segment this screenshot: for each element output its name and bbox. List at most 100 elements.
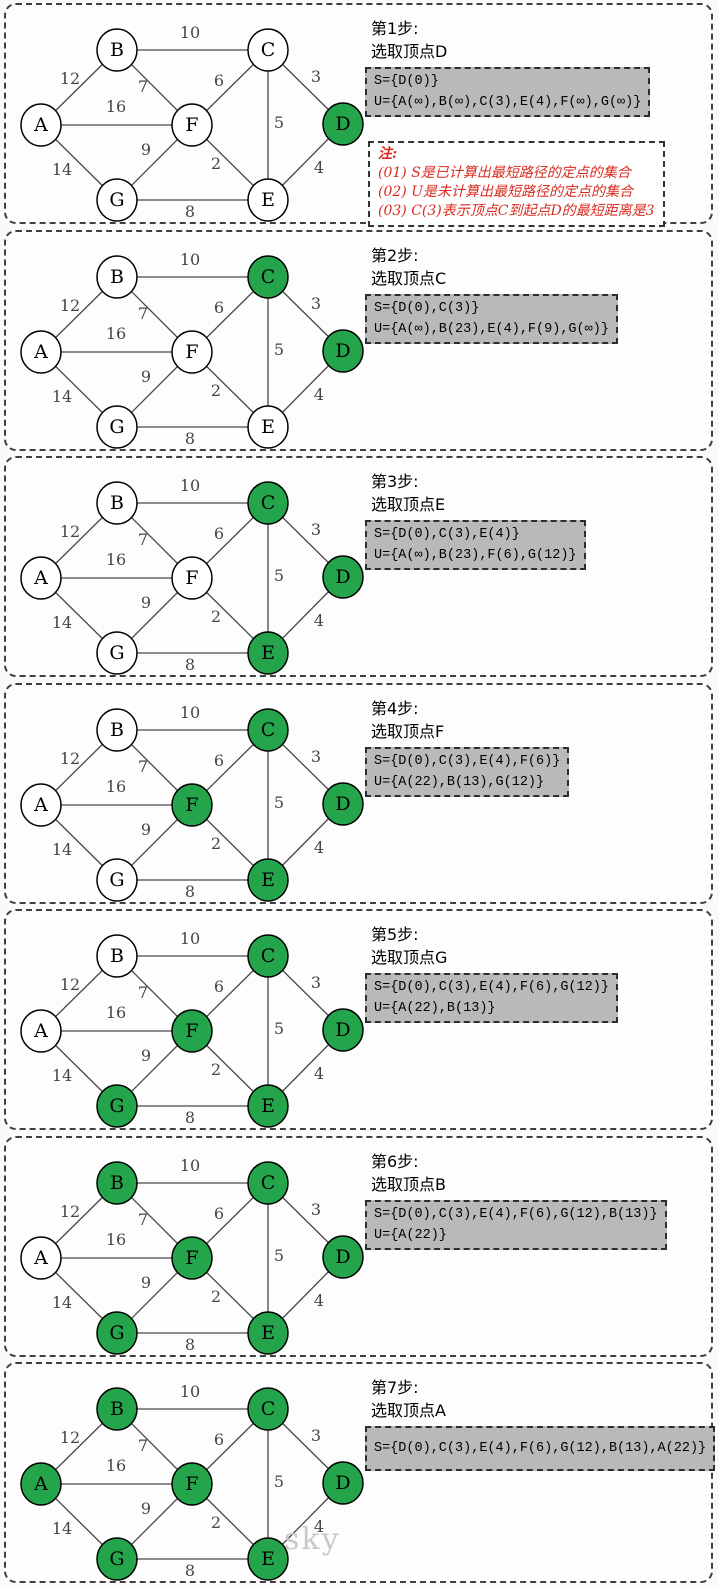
u-set-line: U={A(∞),B(23),E(4),F(9),G(∞)} xyxy=(374,322,609,337)
watermark-text: sky xyxy=(284,1522,341,1557)
node-label: B xyxy=(110,266,124,288)
edge-weight-label-CD: 3 xyxy=(311,294,321,313)
node-label: D xyxy=(335,340,350,362)
edge-weight-label-AB: 12 xyxy=(60,522,80,541)
node-label: G xyxy=(109,189,124,211)
step-action: 选取顶点F xyxy=(371,722,445,741)
node-label: A xyxy=(33,1020,48,1042)
edge-weight-label-AG: 14 xyxy=(52,1293,72,1312)
graph-node-G: G xyxy=(96,178,138,222)
edge-weight-label-FE: 2 xyxy=(211,1060,221,1079)
edge-weight-label-CE: 5 xyxy=(274,340,284,359)
edge-weight-label-CE: 5 xyxy=(274,1246,284,1265)
node-label: C xyxy=(261,1398,276,1420)
graph-node-B: B xyxy=(96,708,138,752)
graph-node-A: A xyxy=(20,330,62,374)
step-title: 第2步: xyxy=(371,246,419,265)
node-label: A xyxy=(33,341,48,363)
edge-weight-label-AB: 12 xyxy=(60,69,80,88)
graph-node-G: G xyxy=(96,1084,138,1128)
node-label: B xyxy=(110,1172,124,1194)
node-label: G xyxy=(109,869,124,891)
graph-node-F: F xyxy=(171,783,213,827)
edge-weight-label-AG: 14 xyxy=(52,840,72,859)
edge-weight-label-BC: 10 xyxy=(180,929,200,948)
edge-weight-label-FG: 9 xyxy=(141,1499,151,1518)
node-label: E xyxy=(261,416,275,438)
edge-weight-label-FG: 9 xyxy=(141,820,151,839)
node-label: F xyxy=(185,1020,198,1042)
node-label: E xyxy=(261,1322,275,1344)
node-label: A xyxy=(33,1247,48,1269)
edge-weight-label-FE: 2 xyxy=(211,607,221,626)
node-label: E xyxy=(261,642,275,664)
edge-weight-label-FG: 9 xyxy=(141,1046,151,1065)
s-set-line: S={D(0),C(3),E(4),F(6),G(12),B(13)} xyxy=(374,1207,658,1222)
graph-node-C: C xyxy=(247,255,289,299)
graph-node-A: A xyxy=(20,1462,62,1506)
edge-weight-label-CF: 6 xyxy=(214,298,224,317)
graph-node-F: F xyxy=(171,1462,213,1506)
graph-node-B: B xyxy=(96,1161,138,1205)
edge-weight-label-FE: 2 xyxy=(211,1287,221,1306)
edge-weight-label-AG: 14 xyxy=(52,1066,72,1085)
edge-weight-label-CF: 6 xyxy=(214,1204,224,1223)
node-label: B xyxy=(110,492,124,514)
node-label: D xyxy=(335,1019,350,1041)
node-label: B xyxy=(110,1398,124,1420)
graph-node-G: G xyxy=(96,405,138,449)
graph-node-B: B xyxy=(96,934,138,978)
edge-weight-label-CD: 3 xyxy=(311,1426,321,1445)
node-label: G xyxy=(109,642,124,664)
edge-weight-label-AF: 16 xyxy=(106,1003,126,1022)
edge-weight-label-CD: 3 xyxy=(311,973,321,992)
edge-weight-label-CF: 6 xyxy=(214,977,224,996)
graph-node-F: F xyxy=(171,1236,213,1280)
step-action: 选取顶点A xyxy=(371,1401,446,1420)
edge-weight-label-DE: 4 xyxy=(314,1064,324,1083)
edge-weight-label-CE: 5 xyxy=(274,113,284,132)
node-label: E xyxy=(261,189,275,211)
node-label: A xyxy=(33,1473,48,1495)
graph-node-B: B xyxy=(96,1387,138,1431)
edge-weight-label-BC: 10 xyxy=(180,703,200,722)
u-set-line: U={A(22),B(13),G(12)} xyxy=(374,775,545,790)
edge-weight-label-CF: 6 xyxy=(214,751,224,770)
graph-node-A: A xyxy=(20,783,62,827)
node-label: D xyxy=(335,1472,350,1494)
edge-weight-label-AB: 12 xyxy=(60,975,80,994)
edge-weight-label-BC: 10 xyxy=(180,1156,200,1175)
edge-weight-label-CD: 3 xyxy=(311,1200,321,1219)
graph-node-B: B xyxy=(96,255,138,299)
edge-weight-label-FE: 2 xyxy=(211,1513,221,1532)
set-box: S={D(0),C(3),E(4),F(6),G(12)}U={A(22),B(… xyxy=(365,973,618,1023)
step-title: 第1步: xyxy=(371,19,419,38)
node-label: G xyxy=(109,1095,124,1117)
graph-node-C: C xyxy=(247,1387,289,1431)
graph-node-A: A xyxy=(20,556,62,600)
graph-node-E: E xyxy=(247,631,289,675)
node-label: B xyxy=(110,719,124,741)
edge-weight-label-FE: 2 xyxy=(211,154,221,173)
edge-weight-label-AG: 14 xyxy=(52,613,72,632)
edge-weight-label-DE: 4 xyxy=(314,1517,324,1536)
graph-node-G: G xyxy=(96,858,138,902)
set-box: S={D(0),C(3)} U={A(∞),B(23),E(4),F(9),G(∞… xyxy=(365,294,618,344)
set-box: S={D(0)}U={A(∞),B(∞),C(3),E(4),F(∞),G(∞)… xyxy=(365,67,651,117)
graph-node-E: E xyxy=(247,858,289,902)
edge-weight-label-GE: 8 xyxy=(185,1561,195,1580)
step-action: 选取顶点G xyxy=(371,948,448,967)
set-box: S={D(0),C(3),E(4),F(6),G(12),B(13)}U={A(… xyxy=(365,1200,667,1250)
s-set-line: S={D(0),C(3)} xyxy=(374,301,480,316)
note-box: 注:(01) S是已计算出最短路径的定点的集合(02) U是未计算出最短路径的定… xyxy=(368,141,665,227)
node-label: F xyxy=(185,794,198,816)
graph-node-E: E xyxy=(247,178,289,222)
edge-weight-label-GE: 8 xyxy=(185,429,195,448)
edge-weight-label-BF: 7 xyxy=(138,77,148,96)
step-title: 第5步: xyxy=(371,925,419,944)
edge-weight-label-CE: 5 xyxy=(274,1019,284,1038)
